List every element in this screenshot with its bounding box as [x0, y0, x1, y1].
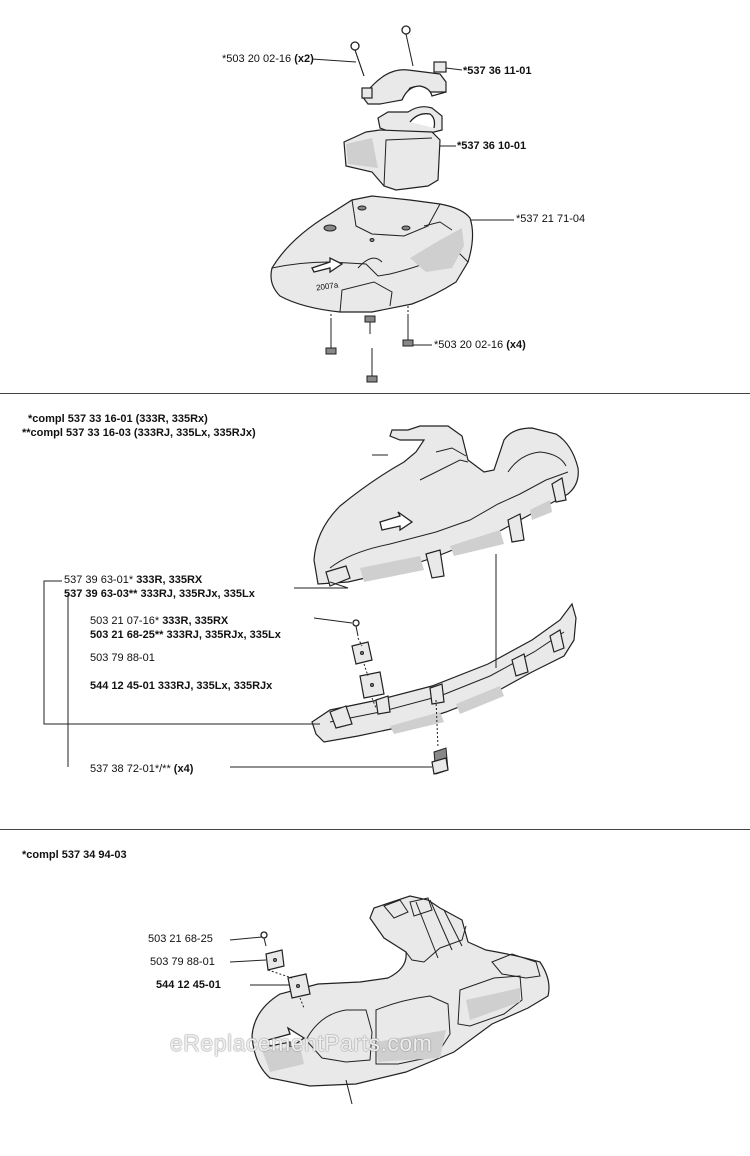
- knife-screw-part: [352, 619, 360, 637]
- knife-plate-part-s3: [265, 949, 285, 971]
- section-divider-2: [0, 829, 750, 830]
- screw-top-left: [350, 41, 365, 77]
- knife-part: [359, 671, 385, 699]
- label-knife-plate: 503 79 88-01: [90, 652, 155, 664]
- screw-top-right: [401, 25, 414, 67]
- clip-part: [431, 747, 449, 775]
- trimmer-guard-section3: [251, 895, 550, 1105]
- label-clamp-top: *537 36 11-01: [463, 65, 532, 77]
- label-knife: 544 12 45-01 333RJ, 335Lx, 335RJx: [90, 680, 273, 692]
- label-screw-top: *503 20 02-16 (x2): [222, 53, 314, 65]
- knife-screw-part-s3: [260, 931, 268, 947]
- label-screw-bottom: *503 20 02-16 (x4): [434, 339, 526, 351]
- knife-plate-part: [351, 641, 373, 665]
- label-s3-plate: 503 79 88-01: [150, 956, 215, 968]
- label-s3-screw: 503 21 68-25: [148, 933, 213, 945]
- section-divider-1: [0, 393, 750, 394]
- knife-part-s3: [287, 973, 311, 999]
- upper-clamp-part: [361, 61, 447, 105]
- trimmer-guard-upper: [313, 425, 579, 587]
- clamp-block-part: [343, 106, 443, 191]
- screw-bottom-2: [364, 315, 376, 334]
- screw-bottom-1: [325, 320, 337, 355]
- label-knife-screw-1: 503 21 07-16* 333R, 335RX: [90, 615, 229, 627]
- section2-title-1: *compl 537 33 16-01 (333R, 335Rx): [28, 413, 208, 425]
- trimmer-guard-part: [270, 195, 474, 313]
- label-guard-variant-2: 537 39 63-03** 333RJ, 335RJx, 335Lx: [64, 588, 255, 600]
- screw-bottom-4: [402, 314, 414, 347]
- watermark: eReplacementParts.com: [170, 1030, 433, 1056]
- label-s3-knife: 544 12 45-01: [156, 979, 221, 991]
- label-clamp-block: *537 36 10-01: [457, 140, 527, 152]
- label-clip: 537 38 72-01*/** (x4): [90, 763, 194, 775]
- trimmer-guard-lower: [311, 602, 577, 743]
- label-guard-variant-1: 537 39 63-01* 333R, 335RX: [64, 574, 203, 586]
- section3-title: *compl 537 34 94-03: [22, 849, 127, 861]
- label-guard: *537 21 71-04: [516, 213, 586, 225]
- screw-bottom-3: [366, 348, 378, 383]
- section2-title-2: **compl 537 33 16-03 (333RJ, 335Lx, 335R…: [22, 427, 256, 439]
- label-knife-screw-2: 503 21 68-25** 333RJ, 335RJx, 335Lx: [90, 629, 281, 641]
